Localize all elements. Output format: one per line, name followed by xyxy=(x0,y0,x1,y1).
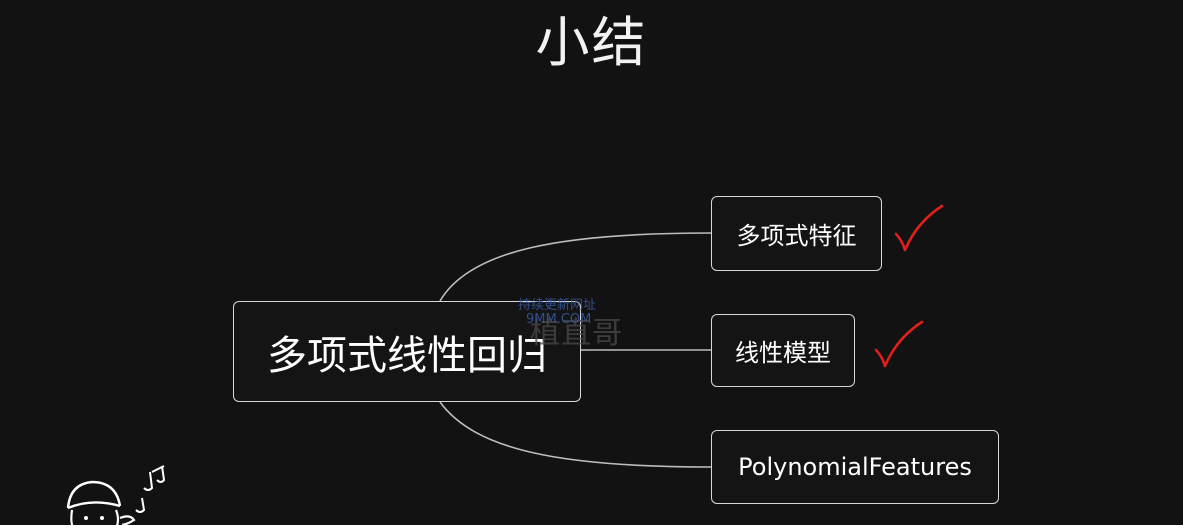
child-node-polynomialfeatures: PolynomialFeatures xyxy=(711,430,999,504)
child-node-linear-model: 线性模型 xyxy=(711,314,855,387)
connector-to-polynomialfeatures xyxy=(439,401,712,468)
connector-to-polynomial-features-cn xyxy=(439,232,712,302)
check-mark-icon xyxy=(874,320,924,368)
mascot-doodle-icon xyxy=(66,465,166,525)
check-mark-icon xyxy=(894,204,944,252)
slide-title: 小结 xyxy=(535,11,648,74)
root-node: 多项式线性回归 xyxy=(233,301,581,402)
child-node-polynomial-features: 多项式特征 xyxy=(711,196,882,271)
